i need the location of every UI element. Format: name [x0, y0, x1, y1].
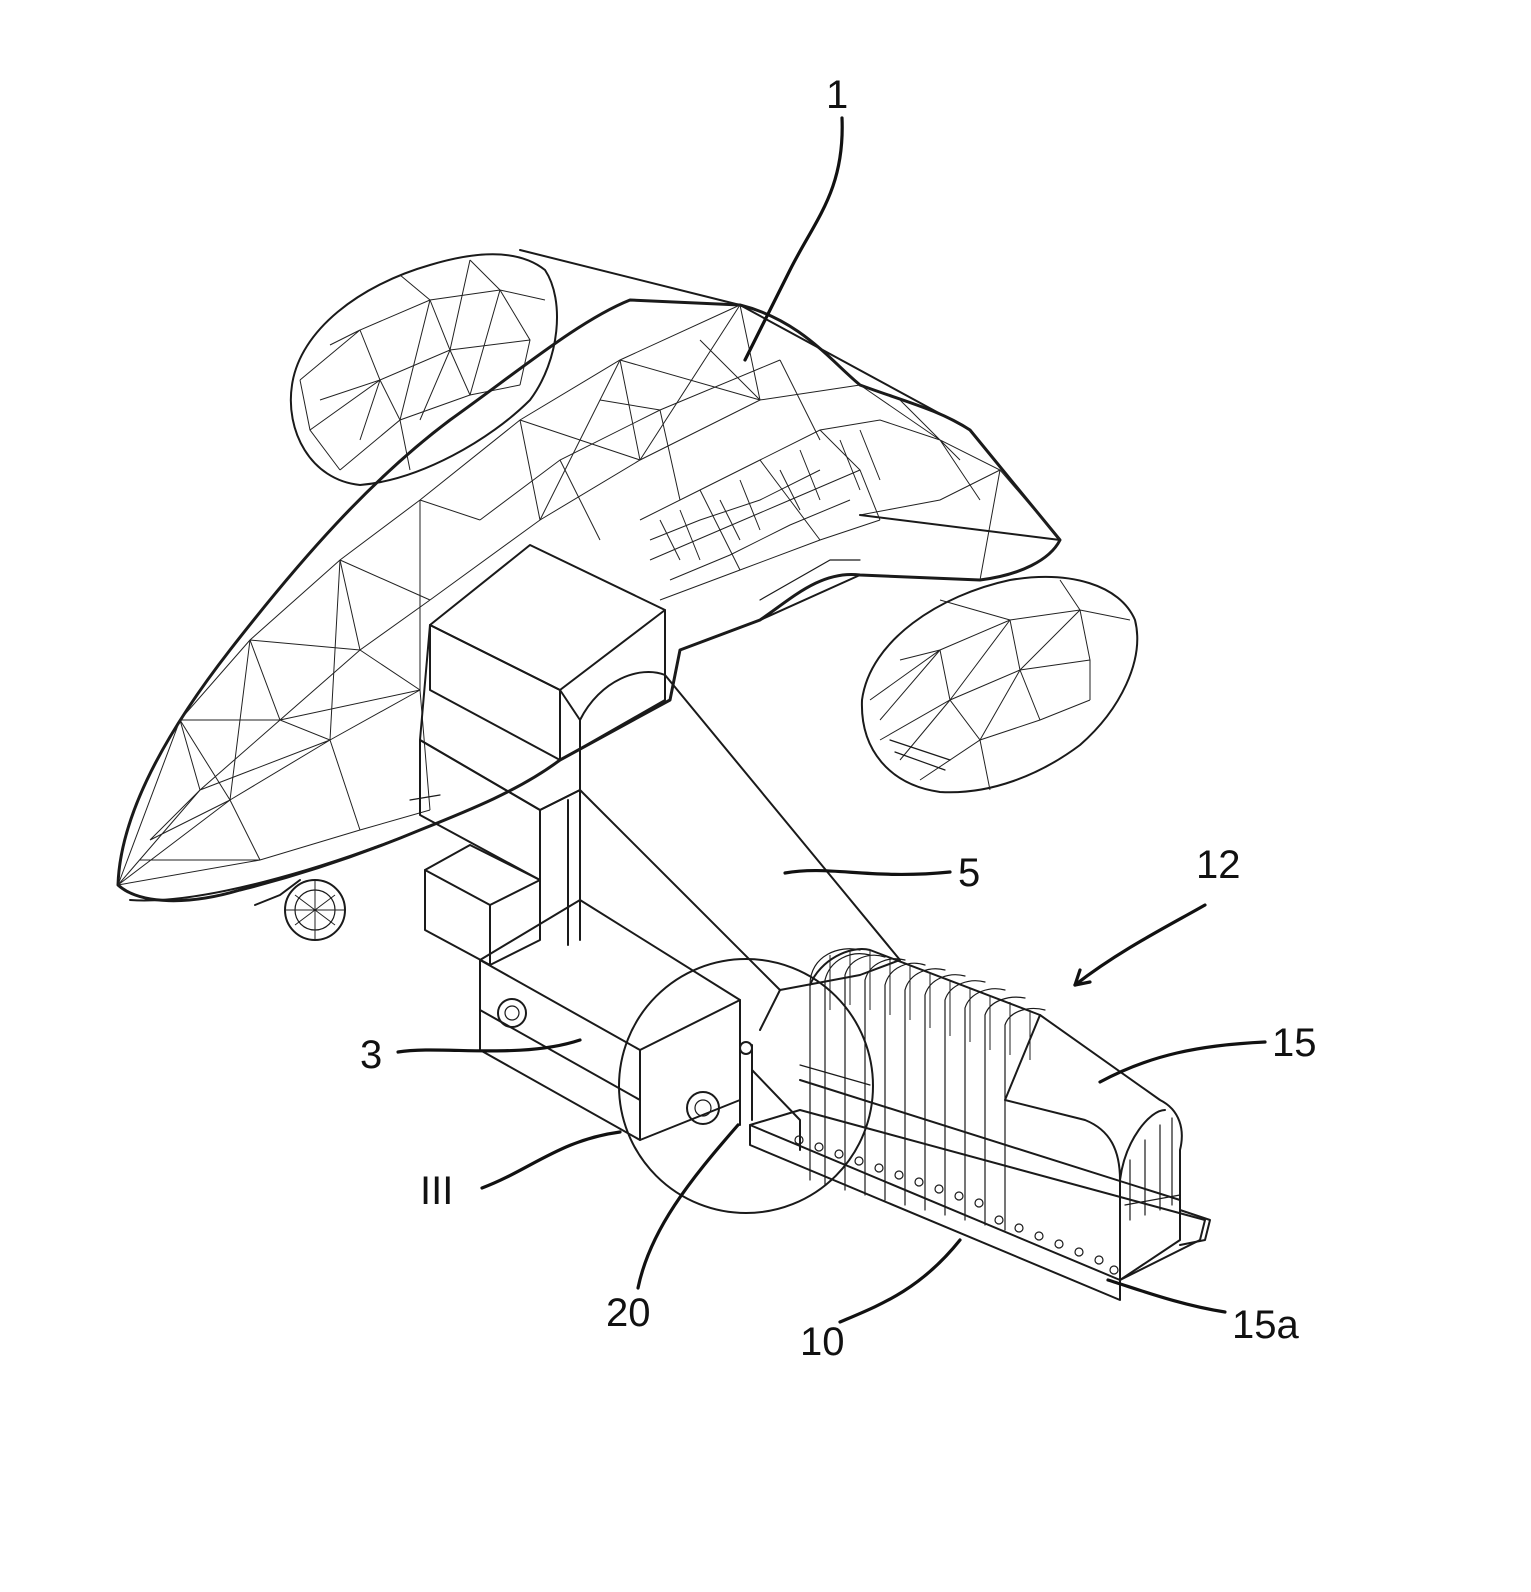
- canopy-assembly: [800, 949, 1182, 1280]
- leader-12: [1075, 905, 1205, 985]
- vehicle-cabin-head: [420, 545, 665, 880]
- leader-15a: [1108, 1280, 1225, 1312]
- leader-20: [638, 1125, 738, 1288]
- leader-lines: [398, 118, 1265, 1322]
- leader-1: [745, 118, 842, 360]
- label-1: 1: [826, 73, 848, 117]
- label-20: 20: [606, 1291, 651, 1335]
- chassis-wheel-rear: [498, 999, 526, 1027]
- label-iii: III: [420, 1169, 453, 1213]
- fuselage: [118, 250, 1060, 901]
- leader-iii: [482, 1132, 620, 1188]
- chassis-wheel-front: [687, 1092, 719, 1124]
- label-5: 5: [958, 851, 980, 895]
- vehicle-chassis: [425, 845, 740, 1140]
- detail-circle-iii: [619, 959, 873, 1213]
- reference-labels: 1 5 12 15 3 III 20 10 15a: [360, 73, 1317, 1364]
- label-10: 10: [800, 1320, 845, 1364]
- leader-10: [840, 1240, 960, 1322]
- label-15: 15: [1272, 1021, 1317, 1065]
- right-engine-nacelle: [862, 577, 1137, 792]
- label-15a: 15a: [1232, 1303, 1299, 1347]
- label-3: 3: [360, 1033, 382, 1077]
- label-12: 12: [1196, 843, 1241, 887]
- boarding-vehicle: [420, 545, 900, 1150]
- guide-rail: [750, 1110, 1210, 1300]
- leader-5: [785, 871, 950, 875]
- nose-landing-gear: [255, 880, 345, 940]
